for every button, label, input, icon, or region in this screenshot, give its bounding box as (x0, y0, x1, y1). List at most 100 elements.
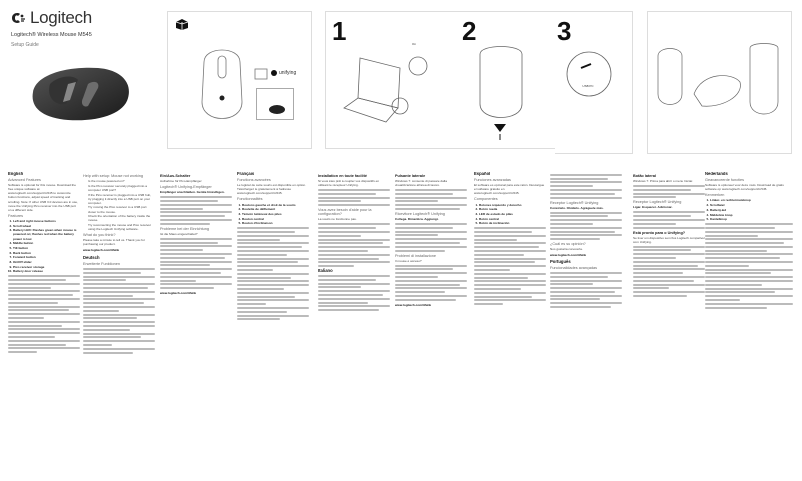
text-filler (318, 275, 390, 312)
list-item: Pico receiver storage (13, 265, 80, 269)
column-espanol-cont: Receptor Logitech® Unifying Conéctelo. O… (550, 172, 622, 477)
section-text: Ist die Maus eingeschaltet? (160, 231, 198, 236)
list-item: Botón rueda (479, 207, 546, 211)
laptop-drawing (343, 56, 428, 123)
section-heading: Receptor Logitech® Unifying (550, 200, 599, 205)
unifying-icon (271, 70, 277, 76)
text-filler (550, 211, 622, 241)
section-heading: Funciones avanzadas (474, 178, 511, 183)
section-text: Software is optioneel voor deze muis. Do… (705, 183, 784, 192)
usb-pc-label: USB PC (582, 84, 594, 88)
section-text: Aufnahme für Pico-Empfänger (160, 179, 202, 184)
text-filler (633, 184, 705, 199)
section-heading: Advanced Features (8, 178, 41, 183)
section-text: Il mouse è acceso? (395, 258, 422, 263)
section-text: La souris ne fonctionne pas. (318, 217, 357, 222)
language-heading: Español (474, 172, 491, 176)
list-item: On/Off slider (13, 260, 80, 264)
list-item: Bouton central (242, 217, 309, 221)
section-heading: Botão lateral (633, 174, 656, 178)
list-item: Scroll wheel (13, 224, 80, 228)
list-item: Left and right mouse buttons (13, 219, 80, 223)
section-text: Ligar. Esquecer. Adicionar. (633, 205, 673, 210)
section-heading: Está pronto para o Unifying? (633, 230, 686, 235)
section-heading: Kenmerken (705, 193, 725, 198)
column-italiano: Pulsante laterale Windows 7: consente di… (395, 172, 467, 477)
section-text: Si vous êtes prêt à coupler vos disposit… (318, 179, 380, 188)
logitech-logo-icon (12, 13, 25, 23)
step-2-number: 2 (462, 16, 477, 46)
section-heading: Ein/Aus-Schalter (160, 174, 191, 178)
section-text: Windows 7: consente di passare dalla vis… (395, 179, 447, 188)
language-heading-italiano: Italiano (318, 267, 333, 273)
section-heading: Features (8, 213, 23, 218)
section-heading: Geavanceerde functies (705, 178, 745, 183)
list-item: Check the orientation of the battery ins… (88, 214, 155, 222)
section-heading: Erweiterte Funktionen (83, 262, 120, 267)
section-heading: Probleme bei der Einrichtung (160, 226, 209, 231)
column-nederlands: Nederlands Geavanceerde functies Softwar… (705, 172, 793, 477)
power-on-label: On (412, 42, 417, 46)
list-item: Bouton d'inclinaison (242, 221, 309, 225)
section-text: Software is optional for this mouse. Dow… (8, 183, 78, 212)
language-heading: Nederlands (705, 172, 728, 176)
feedback-link[interactable]: www.logitech.com/ithink (83, 247, 120, 252)
text-filler (8, 275, 80, 354)
text-filler (160, 237, 232, 290)
section-heading: Fonctionnalités (237, 197, 263, 202)
list-item: Linker- en rechtermuisknop (710, 198, 793, 202)
feedback-link[interactable]: www.logitech.com/ithink (550, 252, 587, 257)
text-filler (633, 245, 705, 297)
list-item: Back button (13, 251, 80, 255)
section-heading: Logitech® Unifying-Empfänger (160, 185, 212, 190)
features-list: Left and right mouse buttons Scroll whee… (8, 219, 80, 273)
section-heading: Installation en toute facilité (318, 174, 367, 178)
mouse-features-drawing (657, 43, 779, 115)
text-filler (237, 227, 309, 321)
list-item: Botones izquierdo y derecho (479, 203, 546, 207)
section-heading: Problemi di installazione (395, 253, 436, 258)
text-filler (705, 223, 793, 309)
list-item: Témoin lumineux des piles (242, 212, 309, 216)
section-heading: ¿Cuál es su opinión? (550, 242, 586, 247)
language-heading: Deutsch (83, 255, 100, 261)
column-portugues: Botão lateral Windows 7: Prima para abri… (633, 172, 705, 477)
text-filler (550, 173, 622, 199)
feedback-link[interactable]: www.logitech.com/ithink (395, 302, 432, 307)
features-list: Linker- en rechtermuisknop Scrollwiel Ba… (705, 198, 793, 221)
column-help: Help with setup: Mouse not working Is th… (83, 172, 155, 477)
list-item: Botón central (479, 217, 546, 221)
list-item: Boutons gauche et droit de la souris (242, 203, 309, 207)
section-heading: Help with setup: Mouse not working (83, 174, 143, 178)
column-espanol: Español Funciones avanzadas El software … (474, 172, 546, 477)
section-text: Please take a minute to tell us. Thank y… (83, 238, 145, 247)
help-list: Is the mouse powered on? Is the Pico rec… (83, 179, 155, 231)
feedback-link[interactable]: www.logitech.com/ithink (160, 290, 197, 295)
section-heading: Componentes (474, 197, 498, 202)
section-text: El software es opcional para este ratón.… (474, 183, 545, 196)
mouse-bottom-drawing (479, 46, 523, 140)
unifying-receiver-drawing (254, 68, 268, 80)
text-filler (395, 264, 467, 301)
section-text: Le logiciel de cette souris est disponib… (237, 183, 306, 196)
document-type: Setup Guide (11, 42, 39, 48)
text-filler (633, 211, 705, 229)
text-filler (83, 268, 155, 354)
mouse-top-drawing (201, 49, 243, 119)
list-item: Is the mouse powered on? (88, 179, 155, 183)
mini-guide-drawing (256, 88, 294, 120)
box-contents-panel: unifying (167, 11, 312, 149)
features-list: Boutons gauche et droit de la souris Rou… (237, 203, 309, 226)
brand-name: Logitech (30, 8, 92, 27)
list-item: Middelste knop (710, 213, 793, 217)
list-item: Try moving the Pico receiver to a USB po… (88, 205, 155, 213)
column-francais: Français Fonctions avancées Le logiciel … (237, 172, 309, 477)
section-text: Windows 7: Prima para abrir o menu Inici… (633, 179, 694, 184)
column-english: English Advanced Features Software is op… (8, 172, 80, 477)
text-filler (318, 223, 390, 268)
section-heading: Vous avez besoin d'aide pour la configur… (318, 208, 372, 217)
section-heading: Funcionalidades avançadas (550, 266, 598, 271)
section-heading: Receptor Logitech® Unifying (633, 200, 682, 205)
list-item: Middle button (13, 241, 80, 245)
text-filler (395, 223, 467, 252)
